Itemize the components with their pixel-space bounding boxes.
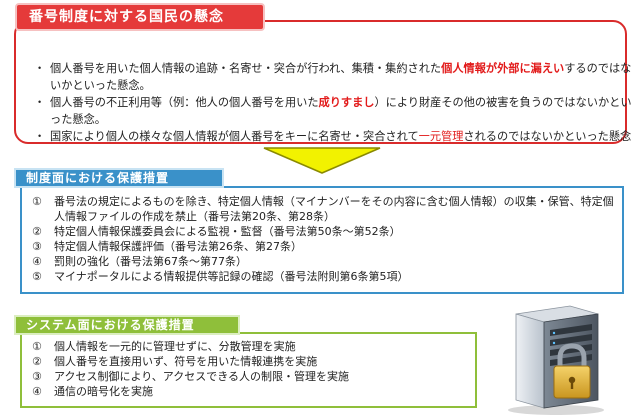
institutional-item-3: ③ 特定個人情報保護評価（番号法第26条、第27条） xyxy=(32,239,622,254)
item-number: ③ xyxy=(32,370,42,383)
concerns-panel: ・ 個人番号を用いた個人情報の追跡・名寄せ・突合が行われ、集積・集約された個人情… xyxy=(14,20,632,144)
concerns-title: 番号制度に対する国民の懸念 xyxy=(15,3,265,31)
institutional-list: ① 番号法の規定によるものを除き、特定個人情報（マイナンバーをその内容に含む個人情… xyxy=(32,194,622,284)
server-lock-icon xyxy=(508,305,604,415)
concern-item-2: ・ 個人番号の不正利用等（例：他人の個人番号を用いた成りすまし）により財産その他… xyxy=(34,94,636,128)
concern-text: されるのではないかといった懸念 xyxy=(463,130,632,143)
concern-text: 個人番号を用いた個人情報の追跡・名寄せ・突合が行われ、集積・集約された xyxy=(50,62,442,75)
item-text: 番号法の規定によるものを除き、特定個人情報（マイナンバーをその内容に含む個人情報… xyxy=(54,195,614,223)
item-number: ① xyxy=(32,195,42,208)
item-text: 特定個人情報保護評価（番号法第26条、第27条） xyxy=(54,240,302,253)
bullet: ・ xyxy=(34,130,46,143)
concern-item-1: ・ 個人番号を用いた個人情報の追跡・名寄せ・突合が行われ、集積・集約された個人情… xyxy=(34,60,636,94)
institutional-item-2: ② 特定個人情報保護委員会による監視・監督（番号法第50条～第52条） xyxy=(32,224,622,239)
concern-highlight: 成りすまし xyxy=(318,96,375,109)
system-list: ① 個人情報を一元的に管理せずに、分散管理を実施 ② 個人番号を直接用いず、符号を用… xyxy=(32,339,472,399)
system-item-4: ④ 通信の暗号化を実施 xyxy=(32,384,472,399)
item-number: ⑤ xyxy=(32,270,42,283)
item-text: 個人情報を一元的に管理せずに、分散管理を実施 xyxy=(54,340,296,353)
item-text: 個人番号を直接用いず、符号を用いた情報連携を実施 xyxy=(54,355,318,368)
concern-highlight: 一元管理 xyxy=(418,130,464,143)
item-text: アクセス制御により、アクセスできる人の制限・管理を実施 xyxy=(54,370,350,383)
item-text: 特定個人情報保護委員会による監視・監督（番号法第50条～第52条） xyxy=(54,225,401,238)
down-arrow-icon xyxy=(263,147,381,174)
concern-text: 国家により個人の様々な個人情報が個人番号をキーに名寄せ・突合されて xyxy=(50,130,419,143)
item-number: ② xyxy=(32,355,42,368)
institutional-item-4: ④ 罰則の強化（番号法第67条～第77条） xyxy=(32,254,622,269)
item-number: ① xyxy=(32,340,42,353)
institutional-item-1: ① 番号法の規定によるものを除き、特定個人情報（マイナンバーをその内容に含む個人情… xyxy=(32,194,622,224)
item-text: マイナポータルによる情報提供等記録の確認（番号法附則第6条第5項） xyxy=(54,270,409,283)
concerns-list: ・ 個人番号を用いた個人情報の追跡・名寄せ・突合が行われ、集積・集約された個人情… xyxy=(34,60,636,145)
institutional-panel: ① 番号法の規定によるものを除き、特定個人情報（マイナンバーをその内容に含む個人情… xyxy=(20,186,624,294)
system-item-2: ② 個人番号を直接用いず、符号を用いた情報連携を実施 xyxy=(32,354,472,369)
concern-text: ）により財産その他の被害を負うのではないかといった懸念。 xyxy=(50,96,632,126)
system-item-3: ③ アクセス制御により、アクセスできる人の制限・管理を実施 xyxy=(32,369,472,384)
item-number: ④ xyxy=(32,385,42,398)
item-number: ② xyxy=(32,225,42,238)
bullet: ・ xyxy=(34,62,46,75)
concern-item-3: ・ 国家により個人の様々な個人情報が個人番号をキーに名寄せ・突合されて一元管理さ… xyxy=(34,128,636,145)
institutional-item-5: ⑤ マイナポータルによる情報提供等記録の確認（番号法附則第6条第5項） xyxy=(32,269,622,284)
system-panel: ① 個人情報を一元的に管理せずに、分散管理を実施 ② 個人番号を直接用いず、符号を用… xyxy=(20,332,477,408)
item-text: 罰則の強化（番号法第67条～第77条） xyxy=(54,255,247,268)
concern-text: 個人番号の不正利用等（例：他人の個人番号を用いた xyxy=(50,96,319,109)
item-number: ③ xyxy=(32,240,42,253)
concern-text: するのではないかといった懸念。 xyxy=(50,62,632,92)
bullet: ・ xyxy=(34,96,46,109)
item-number: ④ xyxy=(32,255,42,268)
system-title: システム面における保護措置 xyxy=(14,315,240,335)
concern-highlight: 個人情報が外部に漏えい xyxy=(441,62,565,75)
system-item-1: ① 個人情報を一元的に管理せずに、分散管理を実施 xyxy=(32,339,472,354)
institutional-title: 制度面における保護措置 xyxy=(14,168,224,188)
item-text: 通信の暗号化を実施 xyxy=(54,385,153,398)
